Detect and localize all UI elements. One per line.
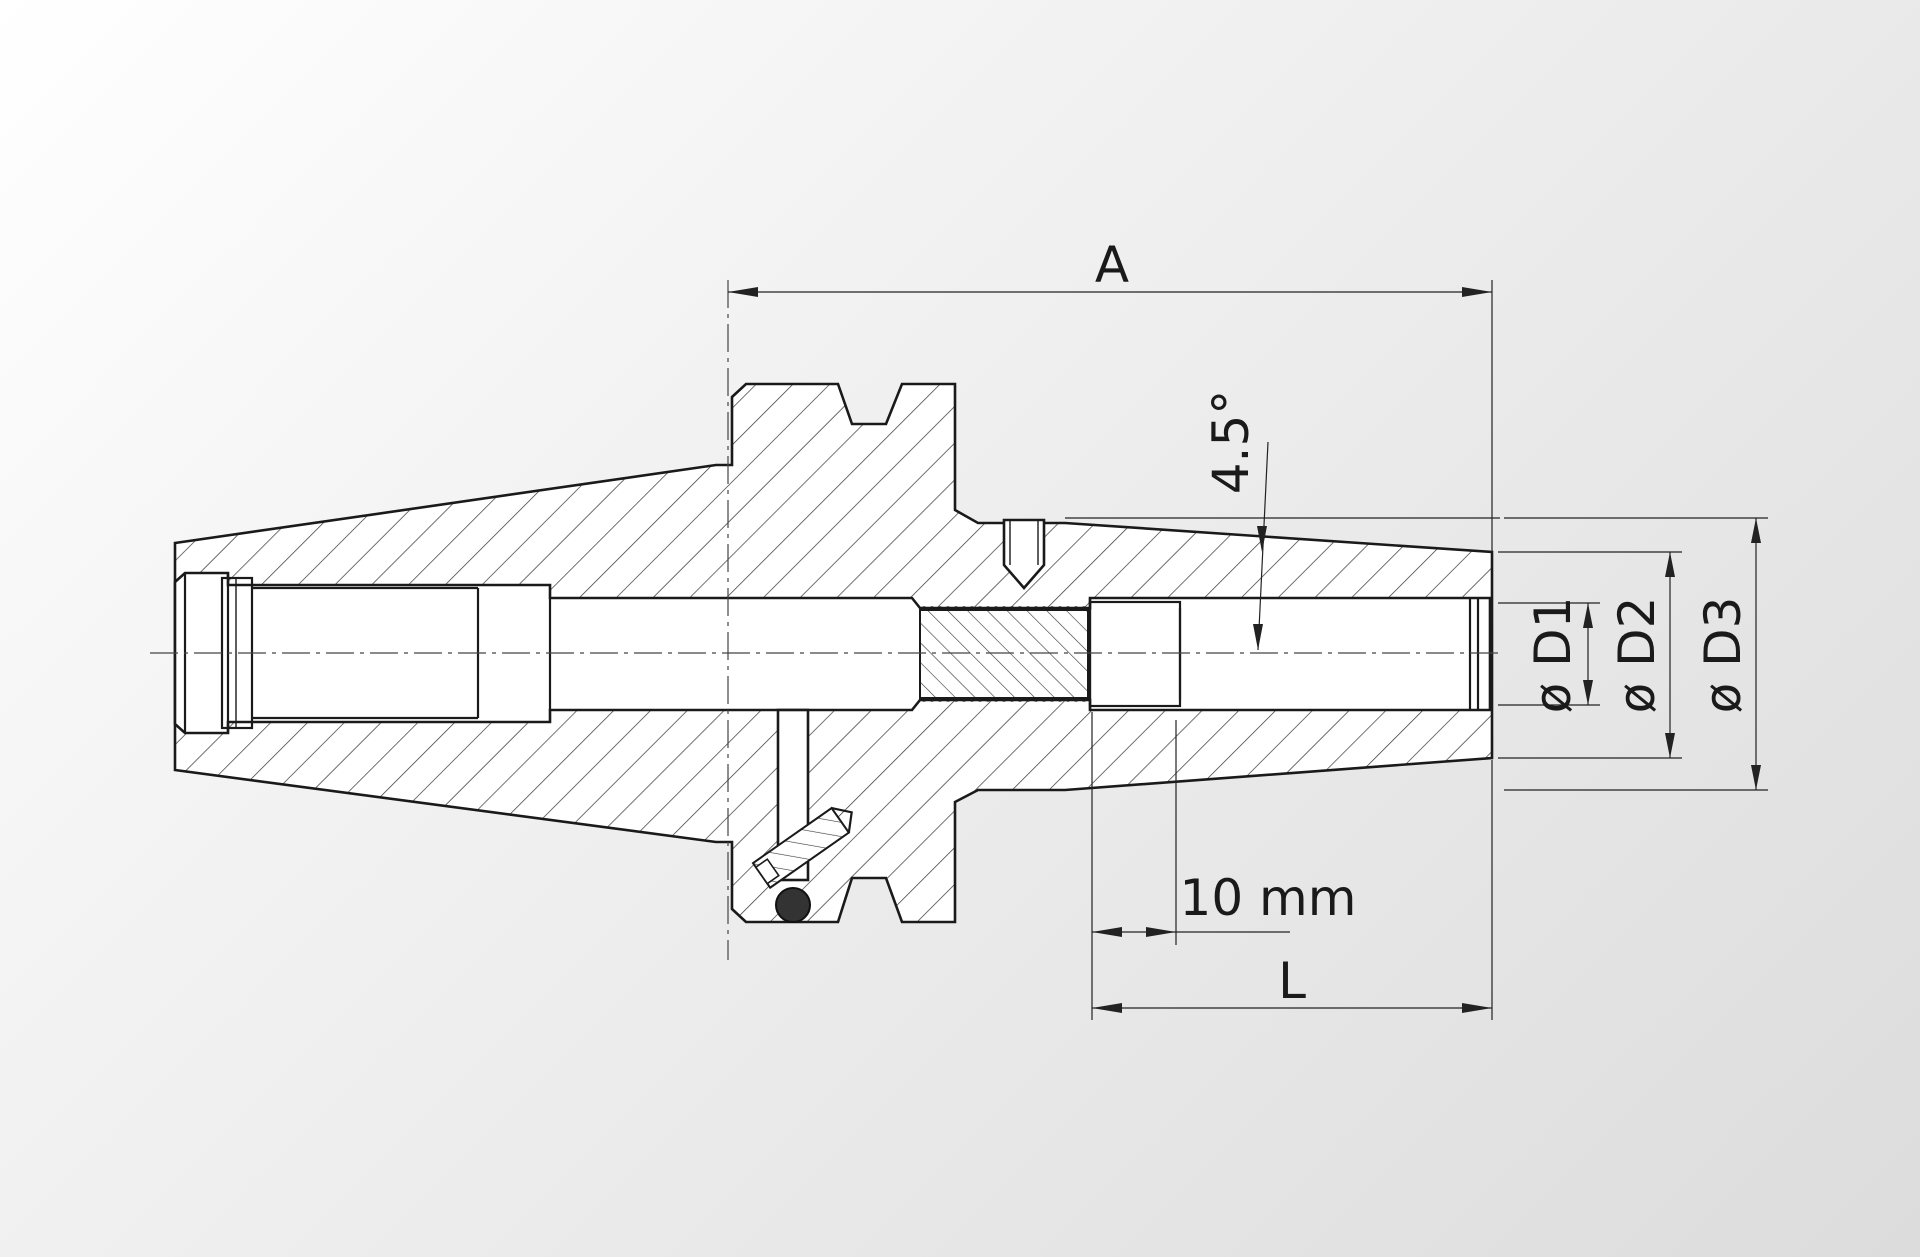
taper-angle-dimension xyxy=(1065,441,1500,651)
length-dimensions xyxy=(1091,712,1493,1020)
rear-bore-details xyxy=(1088,598,1480,710)
label-d3: ø D3 xyxy=(1694,597,1752,714)
label-l: L xyxy=(1278,952,1306,1010)
label-d2: ø D2 xyxy=(1608,597,1666,714)
sealing-ball xyxy=(775,887,811,923)
threaded-insert xyxy=(919,598,1092,710)
diameter-dimensions xyxy=(1498,517,1768,791)
label-10mm: 10 mm xyxy=(1180,869,1357,927)
label-a: A xyxy=(1095,236,1129,294)
dimension-a xyxy=(728,280,1493,552)
label-d1: ø D1 xyxy=(1524,597,1582,714)
label-taper-angle: 4.5° xyxy=(1202,390,1260,495)
coolant-channel xyxy=(751,708,853,923)
top-threaded-hole xyxy=(1002,518,1046,590)
